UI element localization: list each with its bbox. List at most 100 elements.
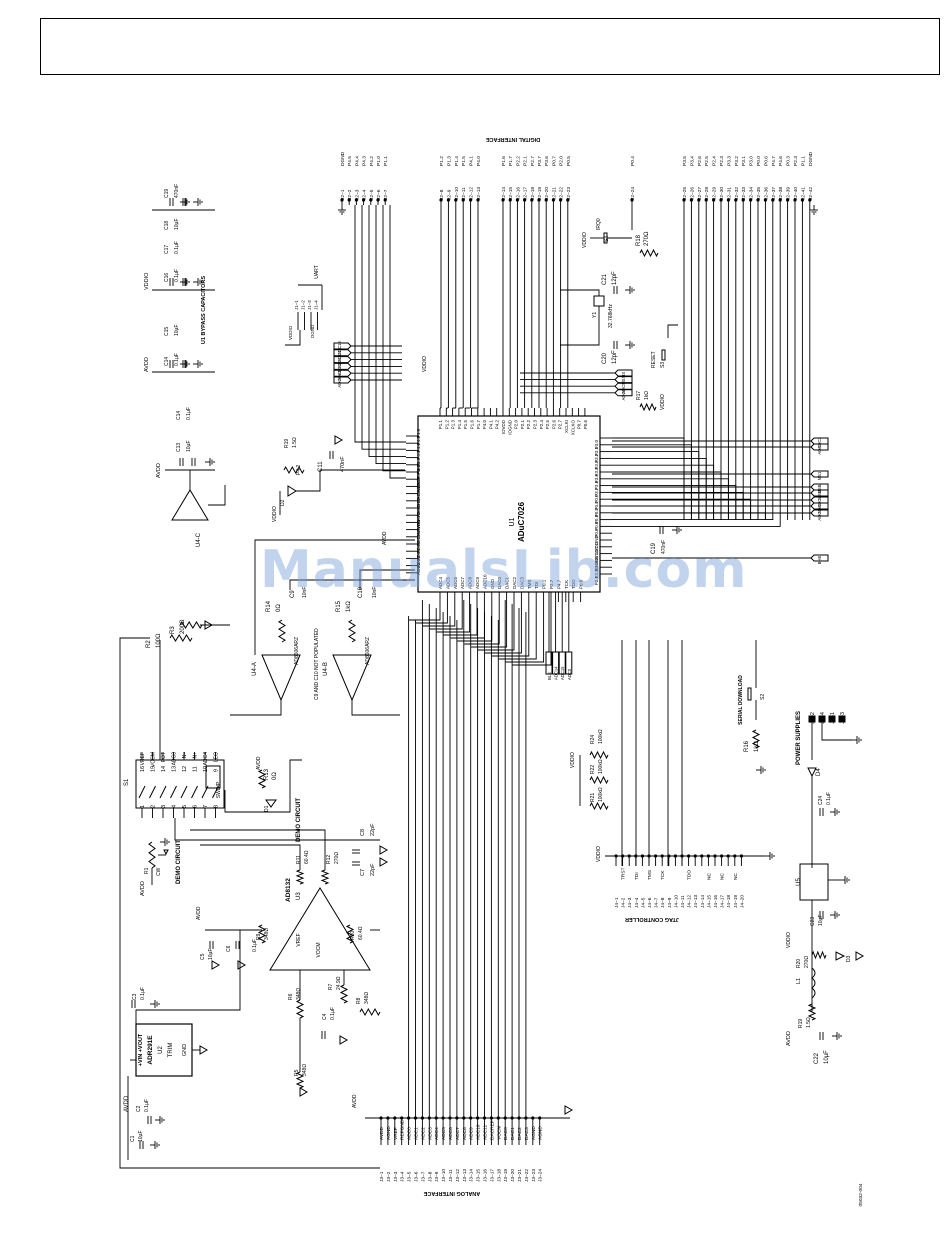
u1-pin-label: P3.2 xyxy=(594,453,599,463)
u1-pin-label: P3.1 xyxy=(594,569,599,579)
bus-flag-label: ADC0 xyxy=(567,668,572,680)
header-net-label: AGND xyxy=(531,1126,537,1140)
u1-pin-label: P3.7 xyxy=(594,487,599,497)
cap-ref: C23 xyxy=(810,917,816,926)
net-label-vddio: VDDIO xyxy=(422,356,428,372)
cap-ref: C8 xyxy=(360,829,366,836)
wire xyxy=(285,330,301,346)
swdip-box xyxy=(205,765,221,789)
header-pin-label: J2–23 xyxy=(566,187,572,200)
header-net-label: P2.3 xyxy=(719,156,725,166)
bus-flag-label: ADC5 xyxy=(817,502,822,514)
reset-label: RESET xyxy=(651,351,657,368)
junction-dot xyxy=(733,854,737,858)
switch-pin: 13 xyxy=(172,766,178,772)
power-pin-label: J5–4 xyxy=(820,712,826,724)
jtag-title: JTAG CONTROLLER xyxy=(625,916,679,922)
switch-net-label: VREF xyxy=(140,752,146,765)
header-net-label: NC xyxy=(706,873,712,880)
junction-dot xyxy=(551,198,556,202)
resistor-ref: R7 xyxy=(328,983,334,990)
u1-pin-label: ADC8 xyxy=(468,576,473,589)
bus-flag-label: ADC6 xyxy=(621,389,626,401)
bus-flag-label: MS xyxy=(621,372,626,378)
swdip-label: SWDIP xyxy=(216,781,222,798)
figure-id: 05032-004 xyxy=(858,1183,864,1206)
u1-pin-label: P2.5 xyxy=(545,420,550,430)
junction-dot xyxy=(376,198,380,202)
u1-pin-label: P0.5 xyxy=(594,528,599,538)
opamp-symbol xyxy=(332,654,372,702)
demo-circuit-label: DEMO CIRCUIT xyxy=(176,840,182,884)
resistor-value: 348Ω xyxy=(364,992,370,1004)
u1-pin-label: P4.1 xyxy=(416,464,421,474)
s1-dip-switch xyxy=(135,759,225,809)
resistor-value: 348Ω xyxy=(296,988,302,1000)
header-pin-label: J4–19 xyxy=(733,895,739,908)
wire xyxy=(296,469,405,492)
junction-dot xyxy=(448,1116,452,1120)
switch-ref: S1 xyxy=(124,778,130,786)
resistor-symbol xyxy=(278,619,286,643)
wire xyxy=(464,602,500,645)
wire xyxy=(505,602,545,663)
junction-dot xyxy=(407,1116,411,1120)
junction-dot xyxy=(530,198,534,202)
wire xyxy=(190,829,326,870)
net-label-avdd: AVDD xyxy=(196,906,202,920)
junction-dot xyxy=(538,1116,542,1120)
header-net-label: P2.2 xyxy=(515,156,521,166)
header-pin-label: J2–20 xyxy=(544,187,550,200)
resistor-ref: R16 xyxy=(744,740,750,752)
wire xyxy=(230,700,282,716)
bus-flag-label: MSD xyxy=(817,490,822,499)
junction-dot xyxy=(614,854,618,858)
header-pin-label: J2–3 xyxy=(354,189,360,200)
bus-flag-label: MS1 xyxy=(817,471,822,480)
header-pin-label: J4–4 xyxy=(634,897,640,908)
header-net-label: P0.6 xyxy=(763,156,769,166)
header-net-label: P3.4 xyxy=(689,156,695,166)
junction-dot xyxy=(462,1116,466,1120)
wire xyxy=(821,722,852,741)
header-net-label: P1.7 xyxy=(508,156,514,166)
junction-dot xyxy=(531,1116,535,1120)
junction-dot xyxy=(523,198,527,202)
header-net-label: AVDD xyxy=(379,1126,385,1140)
resistor-ref: R8 xyxy=(356,997,362,1004)
cap-ref: C3 xyxy=(132,993,138,1000)
u1-pin-label: DACREF xyxy=(416,477,421,496)
bus-flag xyxy=(545,651,553,675)
net-label-dgnd: DGND xyxy=(310,324,315,338)
wire xyxy=(422,602,456,627)
bus-flag xyxy=(558,651,566,675)
power-pin xyxy=(818,715,826,723)
u5-ref: U5 xyxy=(796,878,802,886)
u1-pin-label: P0.7 xyxy=(577,420,582,430)
u1-pin-label: ADC7 xyxy=(460,576,465,589)
cap-value: 10µF xyxy=(818,915,824,927)
junction-dot xyxy=(800,198,805,202)
switch-pin: 10 xyxy=(203,766,209,772)
header-pin-label: J2–37 xyxy=(771,187,777,200)
junction-dot xyxy=(630,198,634,202)
ground-symbol xyxy=(211,960,221,970)
header-net-label: P2.3 xyxy=(793,156,799,166)
wire xyxy=(119,637,380,1169)
resistor-ref: R21 xyxy=(590,793,596,802)
header-pin-label: J3–4 xyxy=(400,1171,406,1182)
resistor-value: 100kΩ xyxy=(598,787,604,802)
cap-value: 470nF xyxy=(661,540,667,554)
junction-dot xyxy=(393,1116,397,1120)
switch-lever xyxy=(180,785,188,799)
u1-pin-label: AVDD xyxy=(416,511,421,524)
header-pin-label: J3–6 xyxy=(414,1171,420,1182)
junction-dot xyxy=(756,198,760,202)
u1-pin-label: ADC10 xyxy=(482,574,487,589)
bus-flag-label: ADC9 xyxy=(337,369,342,381)
cap-value: 470nF xyxy=(174,184,180,198)
u1-ic-body xyxy=(417,415,601,593)
switch-pin: 9 xyxy=(214,769,220,772)
ground-symbol xyxy=(199,1045,209,1055)
header-pin-label: J2–22 xyxy=(559,187,565,200)
